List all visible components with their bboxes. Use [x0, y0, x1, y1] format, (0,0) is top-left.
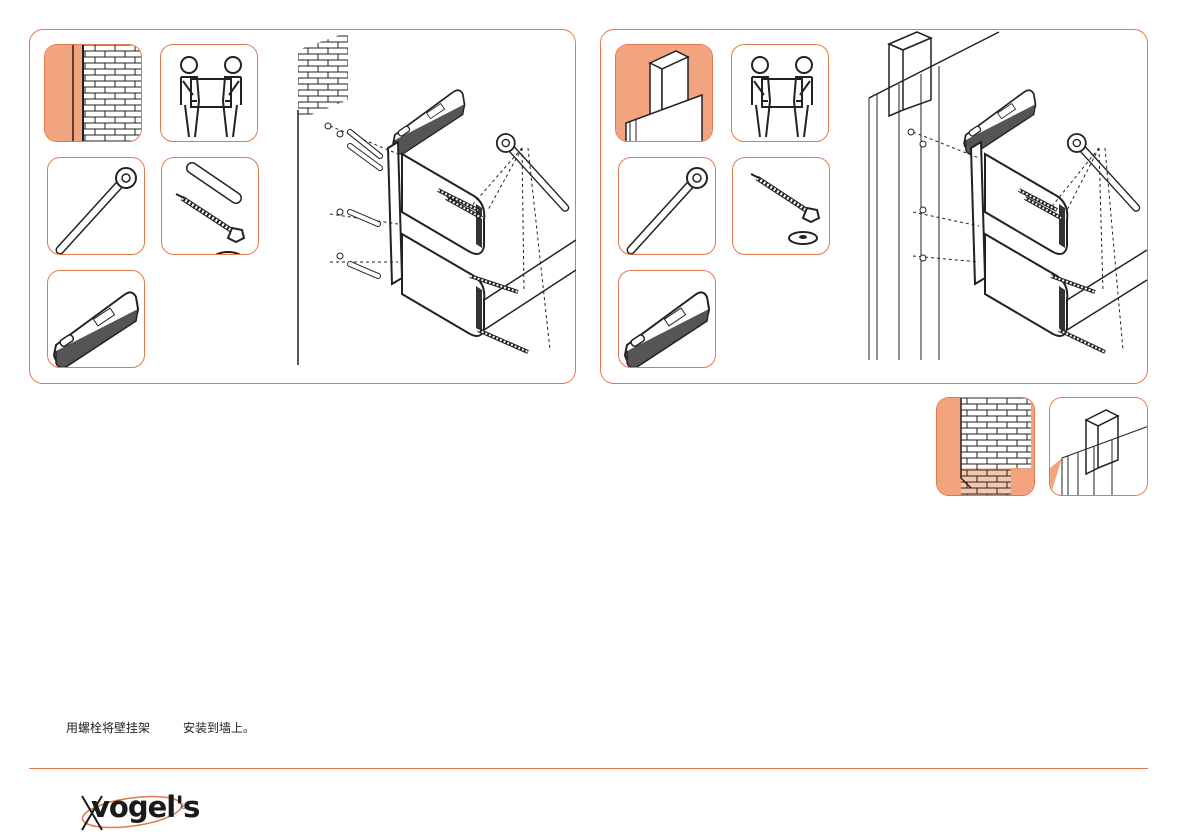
- wood-stud-wall-icon: [1050, 398, 1148, 496]
- logo-registered-mark: ®: [180, 803, 187, 811]
- lag-screw-tile: [732, 157, 830, 255]
- two-person-tile: [731, 44, 829, 142]
- two-person-tile: [160, 44, 258, 142]
- wood-wall-tile: [615, 44, 713, 142]
- plug-screw-tile: [161, 157, 259, 255]
- lag-screw-and-washer-icon: [733, 158, 830, 255]
- brick-wall-icon: [45, 45, 142, 142]
- wood-wall-mounting-scene: [859, 30, 1147, 382]
- level-tile: [618, 270, 716, 368]
- wood-stud-wall-icon: [616, 45, 713, 142]
- level-tile: [47, 270, 145, 368]
- instruction-panel-wood: [600, 29, 1148, 384]
- two-person-lift-icon: [732, 45, 829, 142]
- socket-wrench-icon: [619, 158, 716, 255]
- instruction-panel-brick: [29, 29, 576, 384]
- brick-wall-mounting-scene: [288, 30, 576, 382]
- footer-divider: [29, 768, 1148, 769]
- two-person-lift-icon: [161, 45, 258, 142]
- wrench-tile: [618, 157, 716, 255]
- plug-and-screw-icon: [162, 158, 259, 255]
- brick-wall-tile: [44, 44, 142, 142]
- vogels-logo: vogel's ®: [80, 790, 190, 836]
- level-tool-icon: [48, 271, 145, 368]
- wall-type-brick: [936, 397, 1035, 496]
- instruction-part1: 用螺栓将壁挂架: [66, 721, 150, 735]
- level-tool-icon: [619, 271, 716, 368]
- brick-wall-icon: [937, 398, 1035, 496]
- socket-wrench-icon: [48, 158, 145, 255]
- wall-type-wood: [1049, 397, 1148, 496]
- instruction-text: 用螺栓将壁挂架 安装到墙上。: [66, 719, 255, 736]
- instruction-part2: 安装到墙上。: [183, 721, 255, 735]
- wrench-tile: [47, 157, 145, 255]
